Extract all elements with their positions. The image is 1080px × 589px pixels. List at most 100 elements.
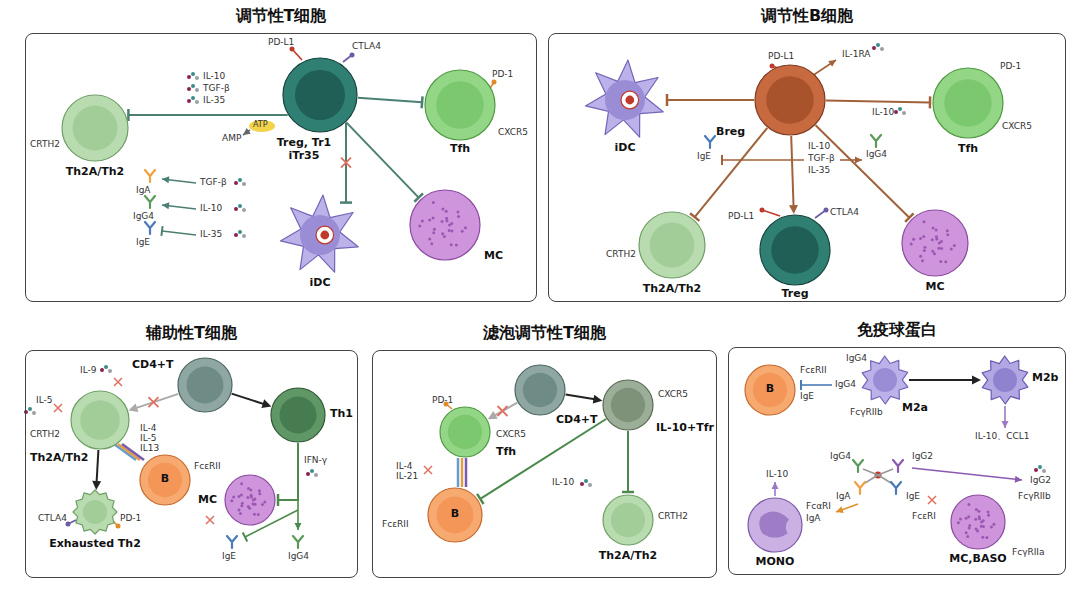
cytokine-dot	[880, 47, 884, 51]
granule	[931, 250, 934, 253]
cytokine-dot	[314, 473, 318, 477]
connector	[816, 125, 914, 222]
receptor-head	[350, 53, 355, 58]
cell-label: iDC	[615, 142, 636, 155]
connector-line	[346, 122, 418, 197]
cytokine-dot	[1038, 465, 1042, 469]
cell-node: iDC	[280, 195, 360, 275]
block-cross	[424, 466, 432, 474]
granule	[461, 230, 464, 233]
inhibit-bar	[420, 96, 423, 108]
panel-title: 免疫球蛋白	[728, 320, 1066, 341]
connector-line	[826, 101, 930, 103]
cell-node: B	[744, 364, 796, 416]
cell-node: MC	[224, 474, 276, 526]
antibody-icon	[145, 170, 155, 182]
cell-node: Tfh	[424, 69, 496, 141]
cell-body	[951, 495, 1005, 549]
granule	[450, 243, 453, 246]
cell-body	[283, 58, 357, 132]
cell-label: CD4+T	[132, 359, 174, 372]
cell-nucleus	[448, 415, 482, 449]
inhibit-bar	[721, 155, 723, 165]
label-text: TGF-β	[203, 84, 230, 94]
label-text: IgA	[136, 186, 151, 196]
antibody-icon	[855, 482, 865, 494]
pathway-line	[836, 504, 858, 512]
granule	[464, 226, 467, 229]
granule	[977, 510, 980, 513]
label-text: FcεRI	[912, 512, 936, 522]
panel-title: 滤泡调节性T细胞	[372, 323, 717, 344]
cytokine-dot	[234, 181, 238, 185]
granule	[263, 501, 266, 504]
granule	[953, 244, 956, 247]
cell-node: B	[427, 487, 483, 543]
granule	[443, 235, 446, 238]
label-text: FcεRII	[194, 462, 221, 472]
cell-nucleus	[187, 367, 224, 404]
granule	[237, 495, 240, 498]
connector	[622, 431, 634, 492]
cell-shape	[638, 211, 706, 279]
label-text: IL-4	[396, 462, 412, 472]
cell-label: Breg	[716, 126, 745, 139]
cell-shape	[514, 364, 566, 416]
cell-nucleus	[83, 500, 107, 524]
connector-line	[791, 136, 793, 208]
cytokine-dot	[876, 43, 880, 47]
cell-label: MC	[925, 281, 944, 294]
label-text: IgE	[906, 492, 920, 502]
label-text: IFN-γ	[304, 456, 327, 466]
granule	[968, 524, 971, 527]
granule	[432, 231, 435, 234]
arrow-head	[1015, 476, 1022, 483]
cell-label: M2a	[902, 402, 928, 415]
antibody-icon	[893, 460, 903, 472]
panel: 免疫球蛋白BM2aM2bMONOMC,BASO	[728, 317, 1066, 575]
cytokine-dot	[195, 88, 199, 92]
antibody-icon	[705, 136, 715, 148]
granule	[985, 536, 988, 539]
label-text: PD-1	[1000, 62, 1021, 72]
block-cross	[54, 404, 62, 412]
cell-shape	[439, 406, 491, 458]
granule	[987, 514, 990, 517]
granule	[912, 238, 915, 241]
granule	[432, 217, 435, 220]
granule	[950, 247, 953, 250]
granule	[237, 509, 240, 512]
granule	[923, 249, 926, 252]
connector	[128, 109, 287, 121]
panel: 辅助性T细胞CD4+TTh2A/Th2Th1BMCExhausted Th2	[25, 320, 358, 578]
granule	[457, 215, 460, 218]
cytokine-dot	[238, 230, 242, 234]
cytokine-dot	[108, 369, 112, 373]
cell-label: iDC	[310, 277, 331, 290]
receptor-pair	[461, 458, 464, 487]
inhibit-bar	[929, 96, 932, 108]
cell-nucleus	[436, 81, 484, 129]
granule	[939, 260, 942, 263]
arrow-head	[593, 395, 603, 404]
cell-node: Th2A/Th2	[70, 390, 130, 450]
arrow-head	[772, 482, 779, 489]
antibody-icon	[293, 536, 303, 548]
cell-label: Tfh	[496, 446, 516, 459]
cytokine-dot	[898, 107, 902, 111]
granule	[935, 235, 938, 238]
cell-nucleus	[873, 368, 897, 392]
cell-shape	[602, 379, 654, 431]
label-text: TGF-β	[200, 178, 227, 188]
cytokine-dot	[306, 472, 310, 476]
granule	[965, 531, 968, 534]
cell-label: MC,BASO	[949, 553, 1006, 566]
pathway-line	[912, 468, 1022, 480]
label-text: FcγRIIb	[1018, 492, 1051, 502]
cell-nucleus	[523, 373, 557, 407]
arrow-head	[128, 403, 138, 412]
antibody-icon	[145, 196, 155, 208]
granule	[430, 242, 433, 245]
receptor-pair	[118, 444, 140, 460]
connector	[488, 403, 518, 420]
